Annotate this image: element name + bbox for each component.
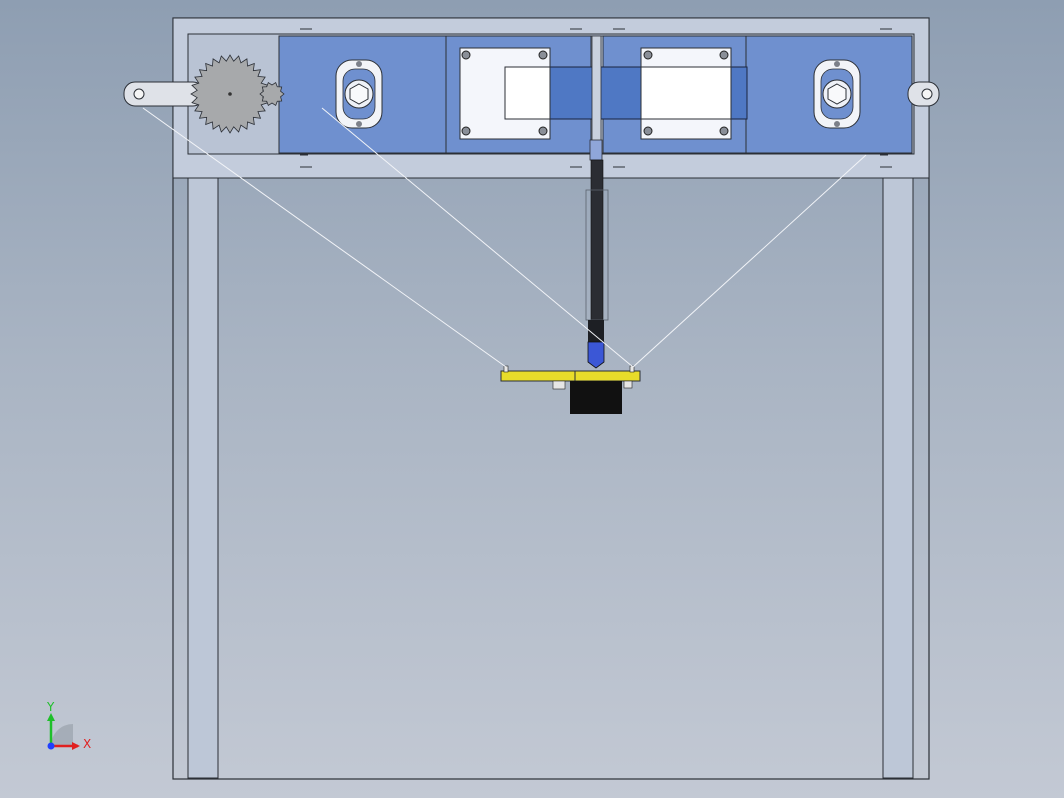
axis-x-label: X xyxy=(83,737,91,751)
beam-tick-marks xyxy=(300,28,892,168)
motor[interactable] xyxy=(552,380,633,414)
coordinate-triad-icon: X Y xyxy=(46,700,91,751)
lead-screw[interactable] xyxy=(585,35,609,369)
clamp-right[interactable] xyxy=(640,47,732,140)
clamp-left[interactable] xyxy=(459,47,551,140)
right-leg[interactable] xyxy=(882,177,914,779)
axis-y-label: Y xyxy=(46,700,55,714)
bearing-right[interactable] xyxy=(813,59,861,129)
left-leg[interactable] xyxy=(187,177,219,779)
platform[interactable] xyxy=(500,365,641,382)
gear-secondary[interactable] xyxy=(259,81,285,107)
right-link[interactable] xyxy=(907,81,940,107)
support-cables xyxy=(142,107,867,368)
gear[interactable] xyxy=(190,54,270,134)
bearing-left[interactable] xyxy=(335,59,383,129)
left-link[interactable] xyxy=(123,81,205,107)
